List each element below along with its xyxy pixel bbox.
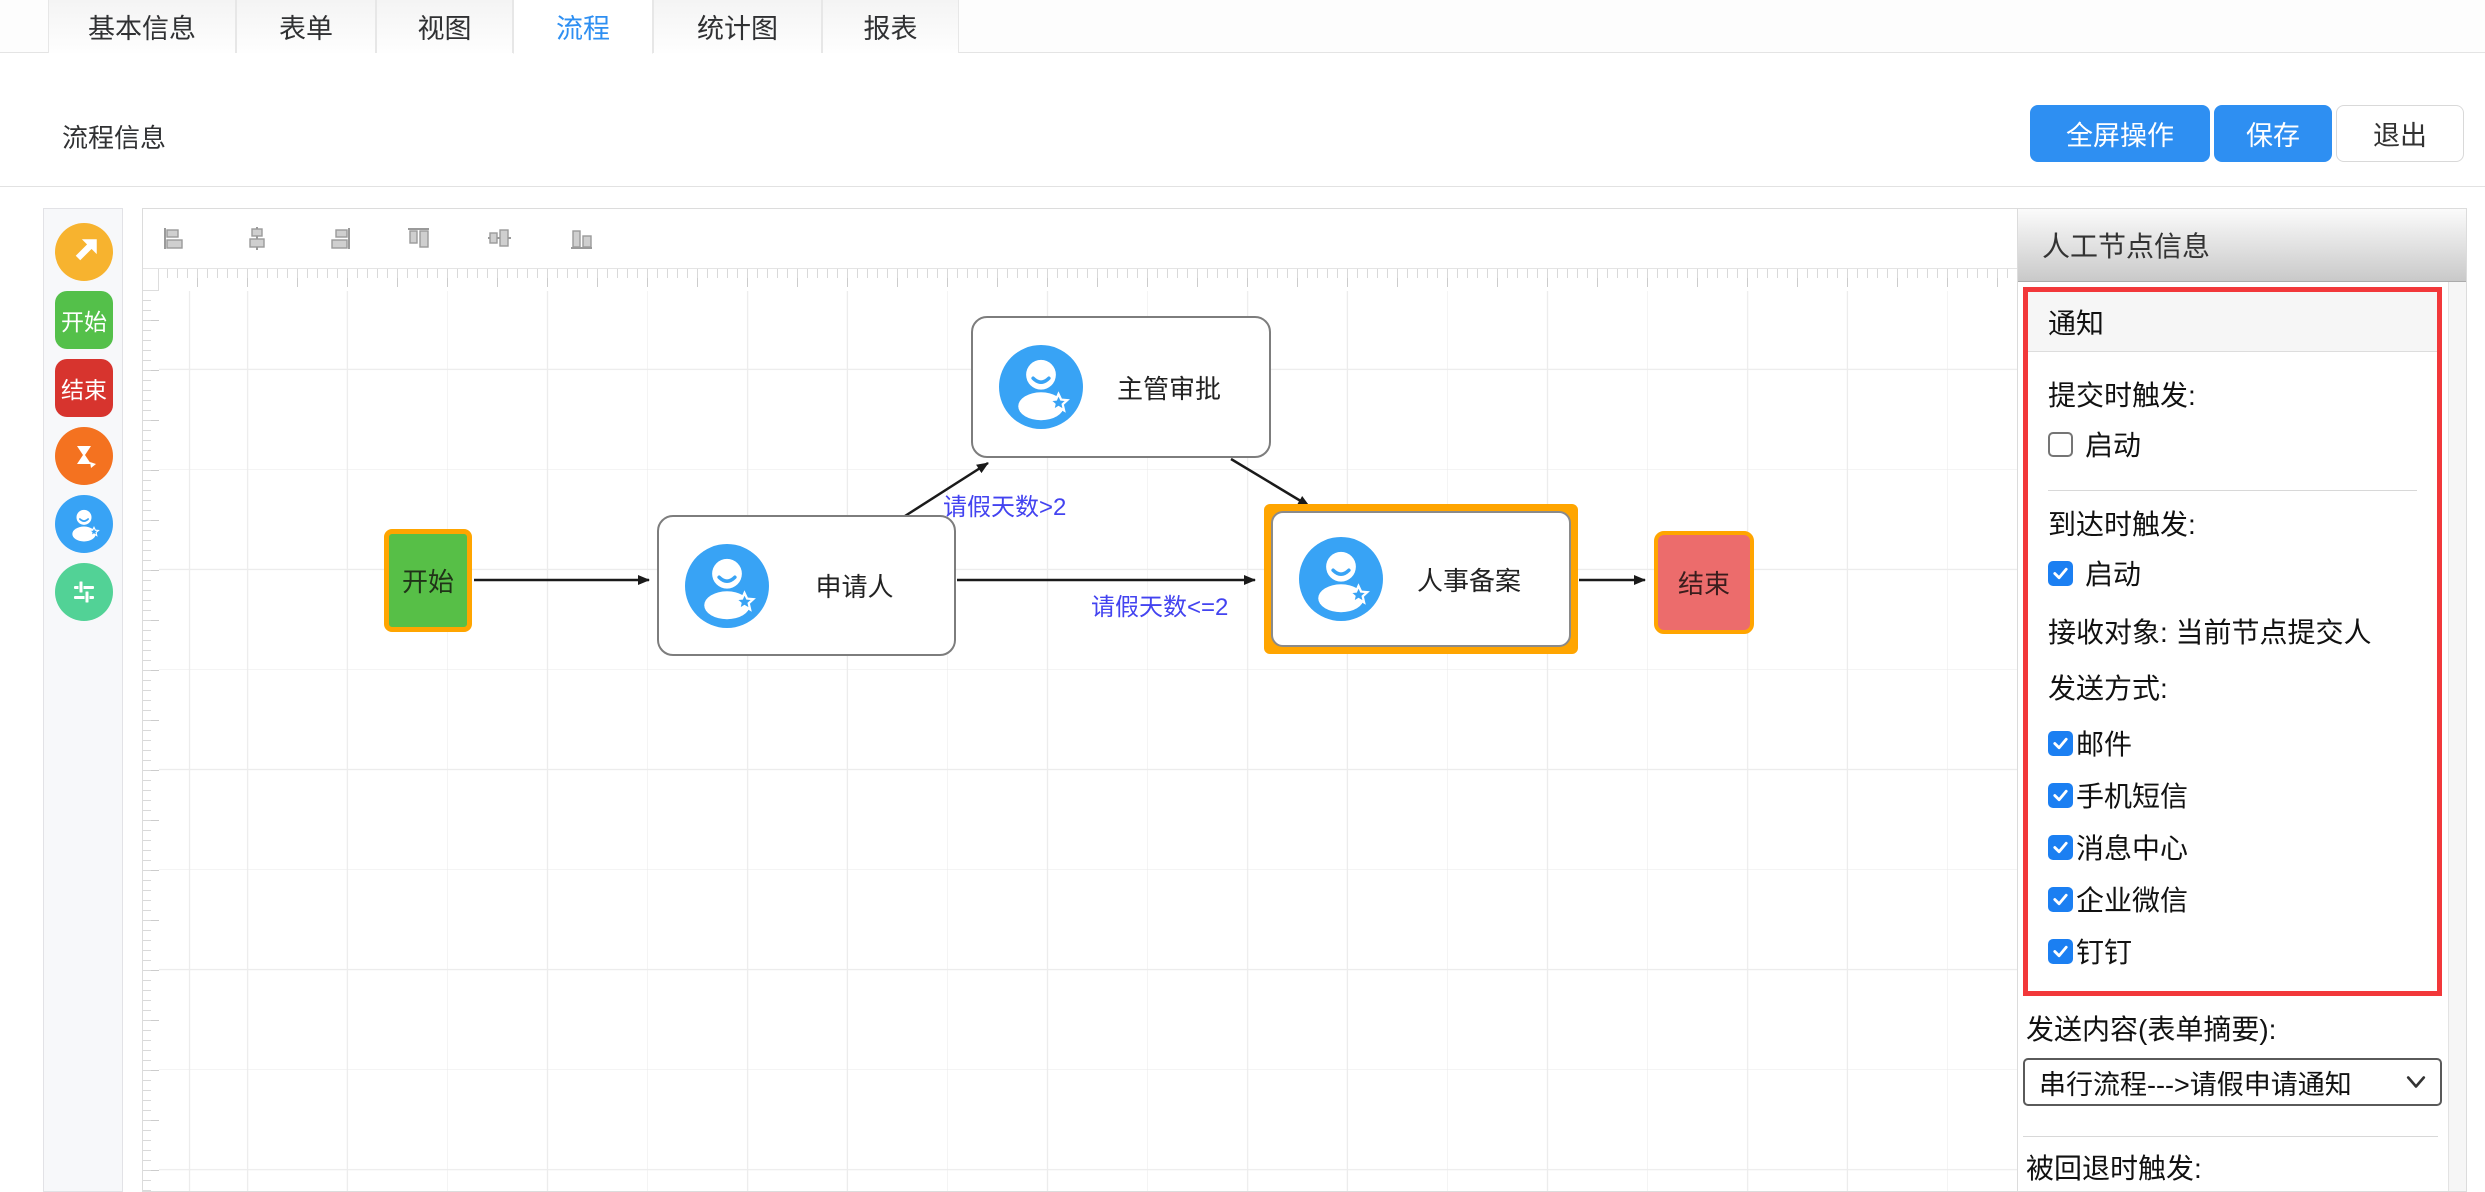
check-icon [2053,737,2068,749]
section-divider [2048,490,2417,491]
node-end[interactable]: 结束 [1654,531,1754,634]
condition-node-tool[interactable] [55,563,113,621]
checkbox-label: 企业微信 [2076,885,2189,916]
tab-report[interactable]: 报表 [822,0,959,53]
panel-scrollbar[interactable] [2448,282,2466,1191]
send-method-sms-checkbox[interactable] [2048,782,2073,808]
person-icon [685,543,769,628]
align-bottom-icon[interactable] [568,225,595,252]
node-label: 人事备案 [1416,565,1521,596]
checkbox-label: 消息中心 [2076,833,2189,864]
node-applicant[interactable]: 申请人 [657,515,956,656]
send-method-email-checkbox[interactable] [2048,730,2073,756]
ruler-vertical [143,291,159,1191]
edge-label-gt2[interactable]: 请假天数>2 [943,494,1067,521]
palette-start-node[interactable]: 开始 [55,291,113,349]
canvas-toolbar [143,209,2017,269]
node-palette: 开始 结束 [43,208,123,1192]
send-method-label: 发送方式: [2048,673,2168,704]
auto-node-tool[interactable] [55,427,113,485]
tab-statistics[interactable]: 统计图 [653,0,822,53]
node-start[interactable]: 开始 [384,529,472,632]
align-left-icon[interactable] [161,225,188,252]
tab-form[interactable]: 表单 [236,0,376,53]
check-icon [2053,841,2068,853]
person-icon [72,509,100,542]
arrive-trigger-checkbox[interactable] [2048,560,2073,586]
send-method-wecom-checkbox[interactable] [2048,886,2073,912]
panel-title: 人工节点信息 [2018,209,2466,282]
node-hr-record-selected[interactable]: 人事备案 [1264,504,1578,654]
node-manager-approval[interactable]: 主管审批 [971,316,1271,458]
align-center-horizontal-icon[interactable] [244,225,271,252]
checkbox-label: 启动 [2085,430,2142,461]
submit-trigger-label: 提交时触发: [2048,380,2196,411]
select-value: 串行流程--->请假申请通知 [2039,1069,2352,1100]
checkbox-label: 手机短信 [2076,781,2189,812]
person-icon [999,345,1083,429]
link-arrow-icon[interactable] [55,223,113,281]
chevron-down-icon [2406,1076,2426,1088]
sliders-icon [74,580,94,604]
flow-canvas[interactable]: 请假天数>2 请假天数<=2 开始 申请人 主管审批 [142,208,2017,1192]
exit-button[interactable]: 退出 [2336,105,2464,162]
send-content-select[interactable]: 串行流程--->请假申请通知 [2023,1058,2442,1106]
check-icon [2053,945,2068,957]
align-middle-vertical-icon[interactable] [486,225,513,252]
checkbox-label: 启动 [2085,559,2142,590]
send-content-label: 发送内容(表单摘要): [2026,1014,2277,1045]
tab-process[interactable]: 流程 [513,0,653,54]
checkbox-label: 邮件 [2076,729,2133,760]
arrow-ne-icon [75,239,97,261]
check-icon [2053,893,2068,905]
submit-trigger-checkbox[interactable] [2048,431,2073,457]
notify-section-title: 通知 [2028,292,2437,352]
align-right-icon[interactable] [326,225,353,252]
tab-basic-info[interactable]: 基本信息 [48,0,236,53]
node-info-panel: 人工节点信息 通知 提交时触发: 启动 到达时触发: 启动 [2017,208,2467,1192]
check-icon [2053,789,2068,801]
fullscreen-button[interactable]: 全屏操作 [2030,105,2210,162]
arrive-trigger-label: 到达时触发: [2048,509,2196,540]
rollback-trigger-label: 被回退时触发: [2026,1153,2202,1184]
receiver-label: 接收对象: 当前节点提交人 [2048,617,2372,648]
header-divider [0,186,2485,187]
user-node-tool[interactable] [55,495,113,553]
node-label: 主管审批 [1116,373,1221,404]
tab-view[interactable]: 视图 [376,0,513,53]
hourglass-icon [77,446,96,468]
check-icon [2053,567,2068,579]
ruler-horizontal [159,269,2017,291]
checkbox-label: 钉钉 [2076,937,2133,968]
person-icon [1299,537,1383,621]
send-method-dingtalk-checkbox[interactable] [2048,938,2073,964]
page-title: 流程信息 [62,123,167,153]
send-method-message-center-checkbox[interactable] [2048,834,2073,860]
panel-body: 通知 提交时触发: 启动 到达时触发: 启动 接收对象: 当 [2018,282,2450,1191]
tab-bar: 基本信息 表单 视图 流程 统计图 报表 [0,0,2485,54]
notify-section-highlight: 通知 提交时触发: 启动 到达时触发: 启动 接收对象: 当 [2023,287,2442,996]
save-button[interactable]: 保存 [2214,105,2332,162]
section-divider [2023,1136,2438,1137]
node-label: 申请人 [815,572,894,602]
edge-label-lte2[interactable]: 请假天数<=2 [1091,594,1229,621]
palette-end-node[interactable]: 结束 [55,359,113,417]
align-top-icon[interactable] [405,225,432,252]
ruler-corner [143,269,159,291]
